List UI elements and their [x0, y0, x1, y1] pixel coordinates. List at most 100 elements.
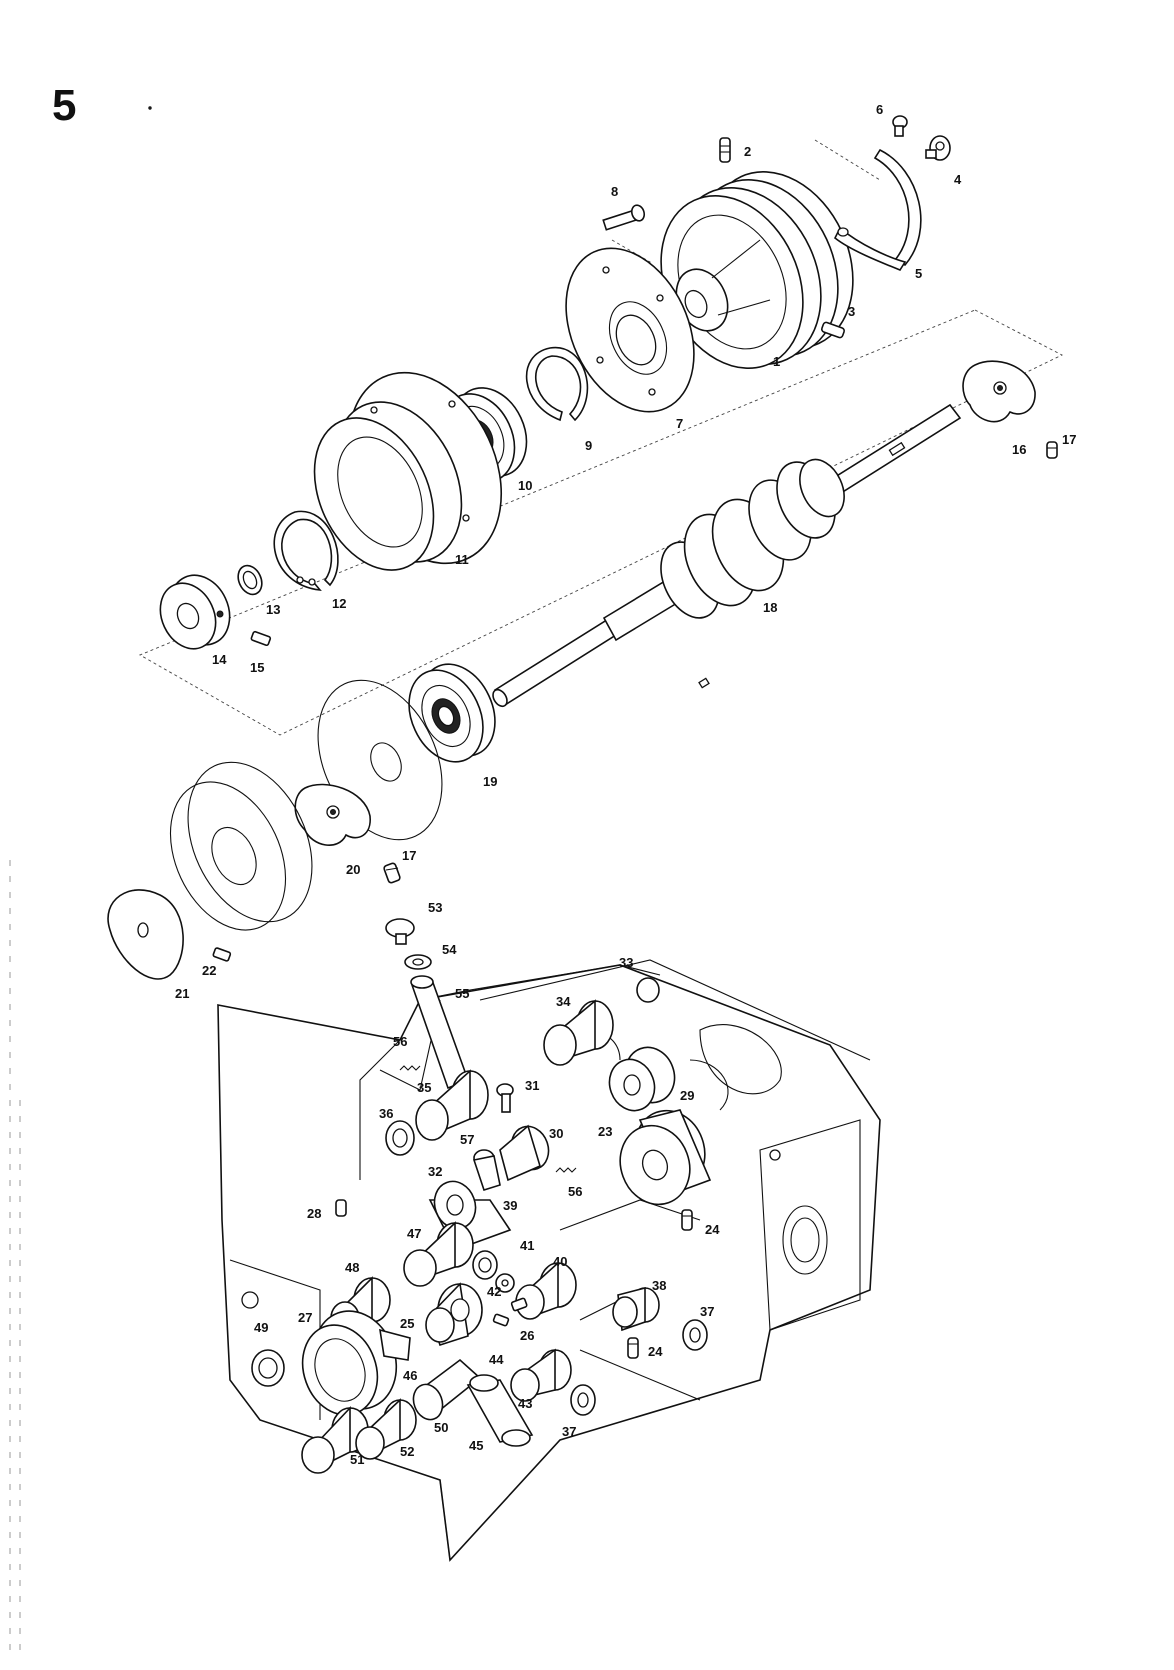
- callout-53: 53: [428, 900, 442, 915]
- screw-part-6: [892, 115, 908, 137]
- callout-25: 25: [400, 1316, 414, 1331]
- callout-30: 30: [549, 1126, 563, 1141]
- bushing-part-37-lower: [570, 1384, 596, 1416]
- callout-12: 12: [332, 596, 346, 611]
- knob-screw-part-4: [925, 135, 951, 161]
- callout-24-upper: 24: [705, 1222, 720, 1237]
- gear-part-42: [495, 1273, 515, 1293]
- callout-42: 42: [487, 1284, 501, 1299]
- callout-1: 1: [773, 354, 780, 369]
- collar-part-27: [301, 1310, 411, 1416]
- bushing-part-40: [515, 1261, 577, 1320]
- set-screw-part-17-lower: [383, 862, 401, 884]
- roller-part-23: [619, 1109, 712, 1206]
- callout-54: 54: [442, 942, 457, 957]
- brake-band-part-5: [833, 148, 922, 271]
- callout-20: 20: [346, 862, 360, 877]
- bushing-part-35: [415, 1069, 489, 1141]
- snap-ring-part-12: [273, 510, 339, 591]
- callout-13: 13: [266, 602, 280, 617]
- callout-16: 16: [1012, 442, 1026, 457]
- callout-7: 7: [676, 416, 683, 431]
- callout-19: 19: [483, 774, 497, 789]
- callout-31: 31: [525, 1078, 539, 1093]
- callout-45: 45: [469, 1438, 483, 1453]
- bushing-part-36: [385, 1120, 415, 1156]
- callout-3: 3: [848, 304, 855, 319]
- set-screw-part-17-upper: [1046, 441, 1058, 459]
- callout-17-lower: 17: [402, 848, 416, 863]
- callout-2: 2: [744, 144, 751, 159]
- callout-11: 11: [455, 552, 469, 567]
- callout-56-lower: 56: [568, 1184, 582, 1199]
- bushing-part-47: [403, 1221, 474, 1287]
- collar-nut-part-14: [159, 574, 231, 650]
- callout-48: 48: [345, 1260, 359, 1275]
- callout-15: 15: [250, 660, 264, 675]
- callout-10: 10: [518, 478, 532, 493]
- bushing-part-52: [355, 1398, 417, 1460]
- flange-plate-part-7: [565, 247, 695, 413]
- screw-part-53: [385, 918, 415, 945]
- plug-part-33: [636, 977, 660, 1003]
- set-screw-part-15: [250, 630, 272, 647]
- bushing-part-25: [425, 1282, 483, 1347]
- page-number: 5: [52, 81, 76, 130]
- set-screw-part-3: [820, 321, 846, 339]
- callout-34: 34: [556, 994, 571, 1009]
- callout-40: 40: [553, 1254, 567, 1269]
- callout-9: 9: [585, 438, 592, 453]
- thin-plate: [317, 679, 443, 841]
- set-screw-part-28: [335, 1199, 347, 1217]
- bushing-part-29: [608, 1046, 676, 1112]
- callout-41: 41: [520, 1238, 534, 1253]
- bushing-part-30: [499, 1124, 550, 1182]
- callout-29: 29: [680, 1088, 694, 1103]
- washer-part-13: [237, 564, 263, 596]
- shaft-part-45: [466, 1374, 534, 1447]
- callout-27: 27: [298, 1310, 312, 1325]
- callout-22: 22: [202, 963, 216, 978]
- callout-49: 49: [254, 1320, 268, 1335]
- bushing-part-38: [612, 1286, 660, 1332]
- set-screw-part-22: [212, 947, 232, 962]
- callout-8: 8: [611, 184, 618, 199]
- callout-35: 35: [417, 1080, 431, 1095]
- set-screw-part-24-lower: [627, 1337, 639, 1359]
- callout-14: 14: [212, 652, 227, 667]
- callout-28: 28: [307, 1206, 321, 1221]
- bushing-part-37-upper: [682, 1319, 708, 1351]
- callout-51: 51: [350, 1452, 364, 1467]
- bushing-part-44: [510, 1348, 572, 1402]
- main-housing-block: [217, 959, 881, 1562]
- callout-labels: 1 2 3 4 5 6 7 8 9 10 11 12 13 14 15 16 1…: [175, 102, 1076, 1467]
- shaft-part-46: [412, 1358, 482, 1421]
- callout-37-lower: 37: [562, 1424, 576, 1439]
- speck: [148, 106, 152, 110]
- callout-56-upper: 56: [393, 1034, 407, 1049]
- callout-17-upper: 17: [1062, 432, 1076, 447]
- callout-33: 33: [619, 955, 633, 970]
- callout-32: 32: [428, 1164, 442, 1179]
- callout-24-lower: 24: [648, 1344, 663, 1359]
- callout-4: 4: [954, 172, 962, 187]
- main-shaft-part-18: [492, 403, 962, 708]
- callout-44: 44: [489, 1352, 504, 1367]
- callout-50: 50: [434, 1420, 448, 1435]
- callout-39: 39: [503, 1198, 517, 1213]
- set-screw-part-26: [492, 1297, 528, 1327]
- ball-bearing-part-19: [408, 663, 496, 763]
- callout-46: 46: [403, 1368, 417, 1383]
- callout-36: 36: [379, 1106, 393, 1121]
- callout-57: 57: [460, 1132, 474, 1147]
- pin-part-57: [472, 1149, 501, 1191]
- bushing-part-41: [472, 1250, 498, 1280]
- eccentric-cam-part-20: [294, 783, 371, 846]
- callout-55: 55: [455, 986, 469, 1001]
- retaining-ring-part-9: [525, 346, 589, 422]
- bushing-part-49: [251, 1349, 285, 1387]
- callout-47: 47: [407, 1226, 421, 1241]
- callout-26: 26: [520, 1328, 534, 1343]
- pulley-part-1: [660, 171, 854, 370]
